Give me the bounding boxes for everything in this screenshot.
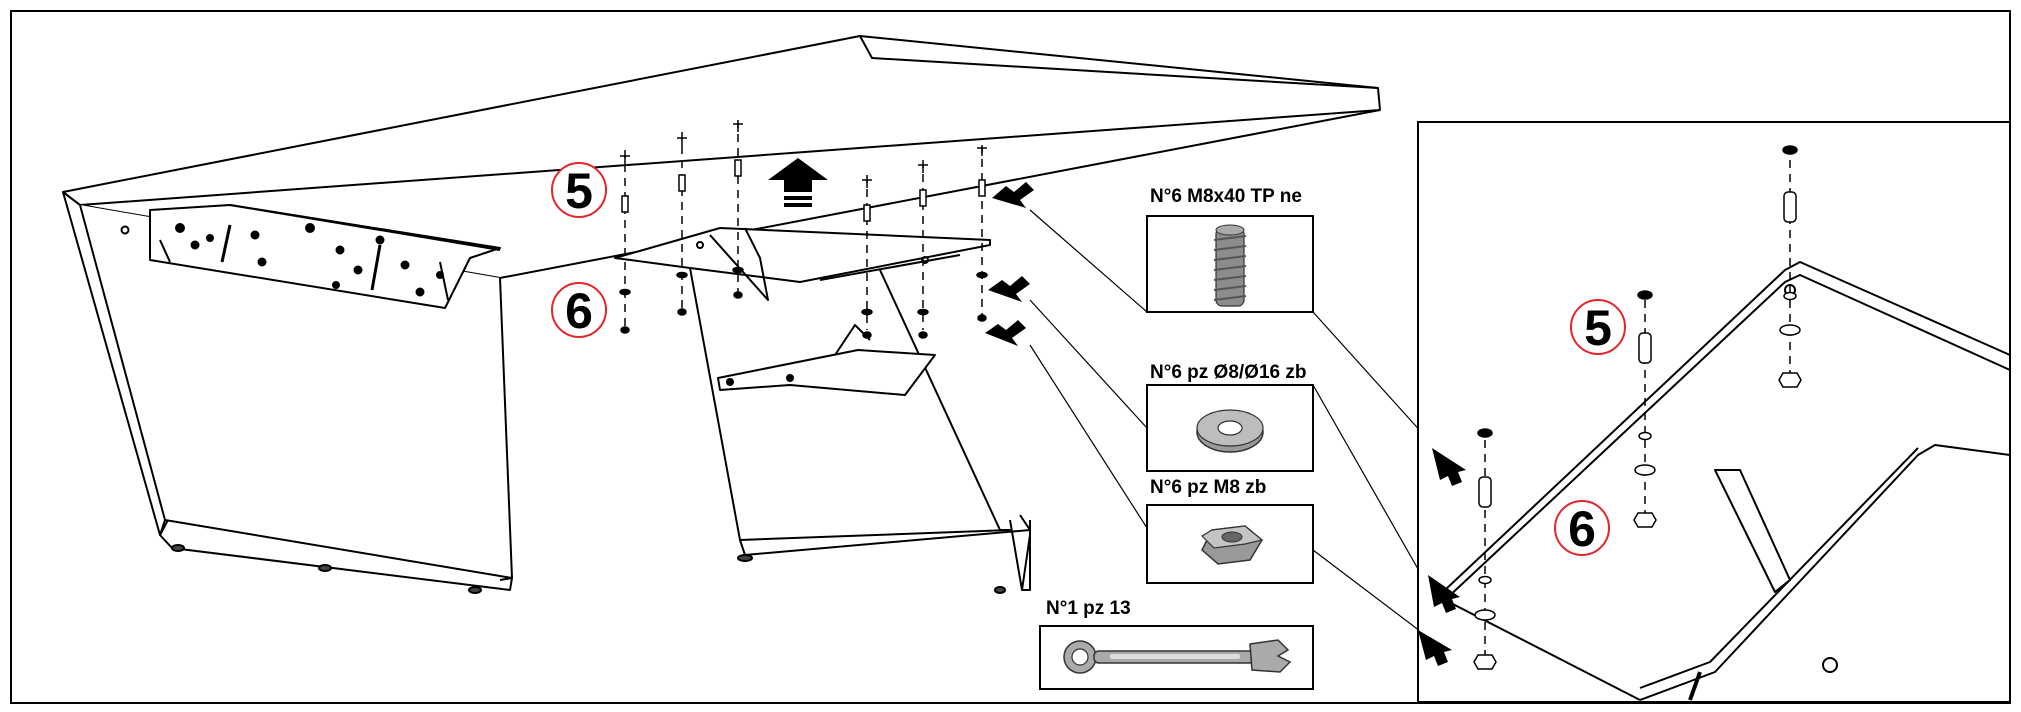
threaded-stud-icon [1213, 224, 1247, 307]
svg-text:N°6 pz M8 zb: N°6 pz M8 zb [1150, 477, 1266, 498]
part-wrench: N°1 pz 13 [1039, 598, 1314, 690]
callout-6-main: 6 [551, 282, 607, 339]
callout-6-detail: 6 [1554, 500, 1610, 557]
svg-text:5: 5 [565, 163, 593, 219]
svg-text:N°6 pz Ø8/Ø16 zb: N°6 pz Ø8/Ø16 zb [1150, 362, 1306, 383]
hardware-stacks [619, 123, 988, 339]
svg-text:5: 5 [1584, 300, 1612, 356]
pointer-arrows-main [985, 182, 1034, 346]
svg-text:6: 6 [1568, 501, 1596, 557]
svg-text:6: 6 [565, 283, 593, 339]
up-arrow-icon [768, 158, 828, 207]
part-screw: N°6 M8x40 TP ne [1146, 186, 1314, 313]
part-washer: N°6 pz Ø8/Ø16 zb [1146, 362, 1314, 472]
washer-icon [1196, 409, 1264, 453]
pointer-arrows-detail [1418, 448, 1466, 666]
svg-text:N°1 pz 13: N°1 pz 13 [1046, 598, 1131, 619]
detail-view: 5 6 [1417, 121, 2011, 703]
hex-nut-icon [1201, 525, 1264, 565]
callout-5-detail: 5 [1570, 299, 1626, 356]
wrench-icon [1063, 639, 1292, 674]
svg-text:N°6 M8x40 TP ne: N°6 M8x40 TP ne [1150, 186, 1302, 207]
part-nut: N°6 pz M8 zb [1146, 477, 1314, 584]
hardware-explode-lines [624, 120, 983, 330]
callout-5-main: 5 [551, 162, 607, 219]
desk-assembly [62, 35, 1381, 594]
